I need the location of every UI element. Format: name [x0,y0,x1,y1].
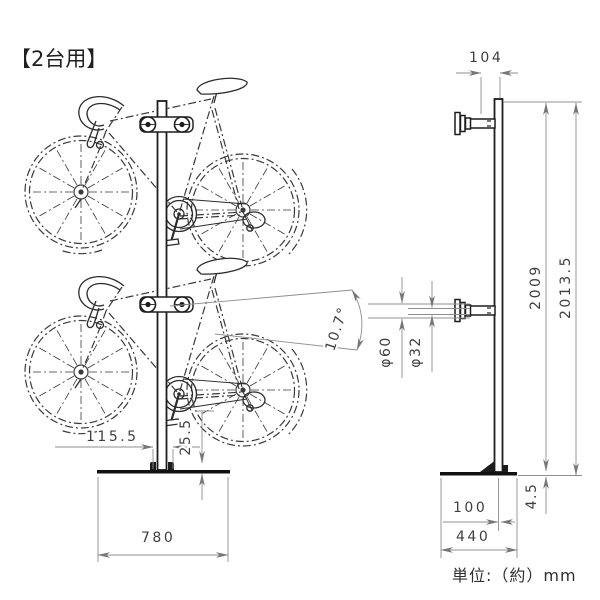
side-view-pole [493,98,504,473]
dim-arm-pipe-dia: φ32 [408,336,424,368]
dim-base-post-offset: 100 [453,500,487,516]
dim-side-base-depth: 440 [456,529,490,545]
front-base-plate [97,470,230,474]
page-title: 【2台用】 [10,47,107,71]
unit-note: 単位:（約）mm [452,566,577,585]
dim-arm-offset-top: 104 [469,50,503,66]
dim-pedal-clearance: 25.5 [178,418,194,455]
dim-base-plate-thickness: 4.5 [524,483,540,510]
dim-foot-width: 115.5 [86,429,139,445]
front-view-pole [156,100,168,471]
dim-total-height: 2013.5 [558,255,574,319]
side-base-plate [440,472,517,476]
dim-pole-height: 2009 [528,264,544,310]
dim-tilt-angle: 10.7° [323,305,352,353]
side-view [440,98,517,476]
front-view [25,78,307,474]
dim-front-base-width: 780 [141,530,175,546]
dim-arm-flange-dia: φ60 [378,336,394,368]
